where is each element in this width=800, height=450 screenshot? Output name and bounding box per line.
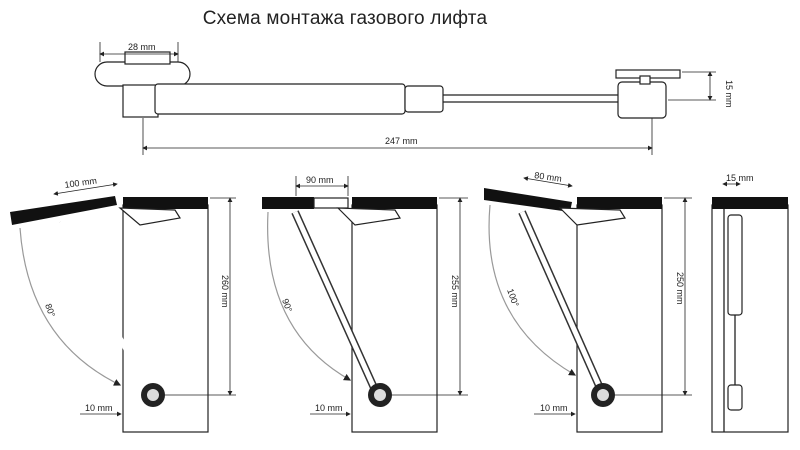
- dim-mount-label: 28 mm: [128, 42, 156, 52]
- cabinet-top: [123, 197, 208, 209]
- cylinder-collar: [404, 85, 444, 113]
- angle-label: 90°: [280, 297, 294, 314]
- cylinder-body: [154, 83, 406, 115]
- offset-dim-label: 10 mm: [540, 403, 568, 413]
- side-dim-label: 15 mm: [726, 173, 754, 183]
- hinge: [118, 207, 181, 226]
- lid-dim-label: 90 mm: [306, 175, 334, 185]
- offset-dim-label: 10 mm: [315, 403, 343, 413]
- gas-lift-top-view: 28 mm 15 mm 247 mm: [94, 42, 734, 155]
- mount-panel-80deg: 100 mm 80° 260 mm 10 mm: [10, 176, 236, 433]
- dim-length-label: 247 mm: [385, 136, 418, 146]
- cylinder-end-cap: [122, 84, 159, 118]
- mount-panel-100deg: 80 mm 100° 250 mm 10 mm: [484, 170, 692, 433]
- lid-dim-label: 100 mm: [64, 176, 98, 190]
- height-dim-label: 260 mm: [220, 275, 230, 308]
- strut-cylinder-side: [727, 214, 743, 316]
- angle-label: 80°: [43, 302, 57, 319]
- lid-dim-label: 80 mm: [534, 170, 563, 184]
- diagram-title: Схема монтажа газового лифта: [202, 8, 488, 29]
- height-dim-label: 255 mm: [450, 275, 460, 308]
- height-dim-label: 250 mm: [675, 272, 685, 305]
- rod-end-mount: [617, 81, 667, 119]
- opening-arc: [19, 227, 122, 386]
- lid-open: [10, 196, 117, 225]
- offset-dim-label: 10 mm: [85, 403, 113, 413]
- mount-panel-side-view: 15 mm: [711, 173, 789, 433]
- mount-panel-90deg: 90 mm 90° 255 mm 10 mm: [262, 175, 468, 433]
- angle-label: 100°: [505, 287, 521, 308]
- cabinet-side: [122, 204, 209, 433]
- mount-bracket: [94, 61, 191, 87]
- dim-height-label: 15 mm: [724, 80, 734, 108]
